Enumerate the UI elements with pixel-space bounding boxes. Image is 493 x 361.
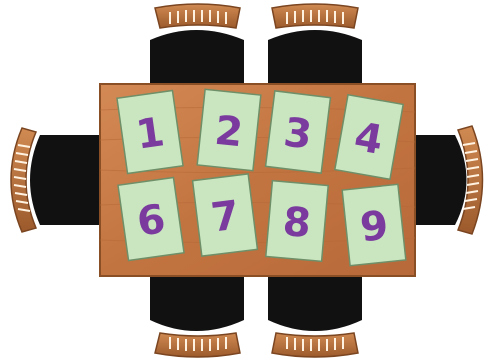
card-3: 3	[266, 91, 331, 173]
card-number: 2	[213, 108, 245, 157]
chair-left	[11, 128, 110, 232]
card-6: 6	[118, 177, 184, 260]
card-4: 4	[335, 95, 403, 180]
card-number: 9	[358, 203, 390, 252]
card-9: 9	[342, 184, 406, 265]
card-2: 2	[197, 89, 261, 170]
card-7: 7	[193, 174, 258, 256]
card-number: 8	[281, 199, 313, 247]
card-1: 1	[117, 90, 183, 173]
chair-top-right	[268, 4, 362, 95]
card-number: 3	[281, 109, 314, 158]
card-8: 8	[266, 181, 328, 262]
chair-bottom-left	[150, 266, 244, 357]
chair-top-left	[150, 4, 244, 95]
card-number: 7	[209, 192, 242, 241]
chair-bottom-right	[268, 266, 362, 357]
